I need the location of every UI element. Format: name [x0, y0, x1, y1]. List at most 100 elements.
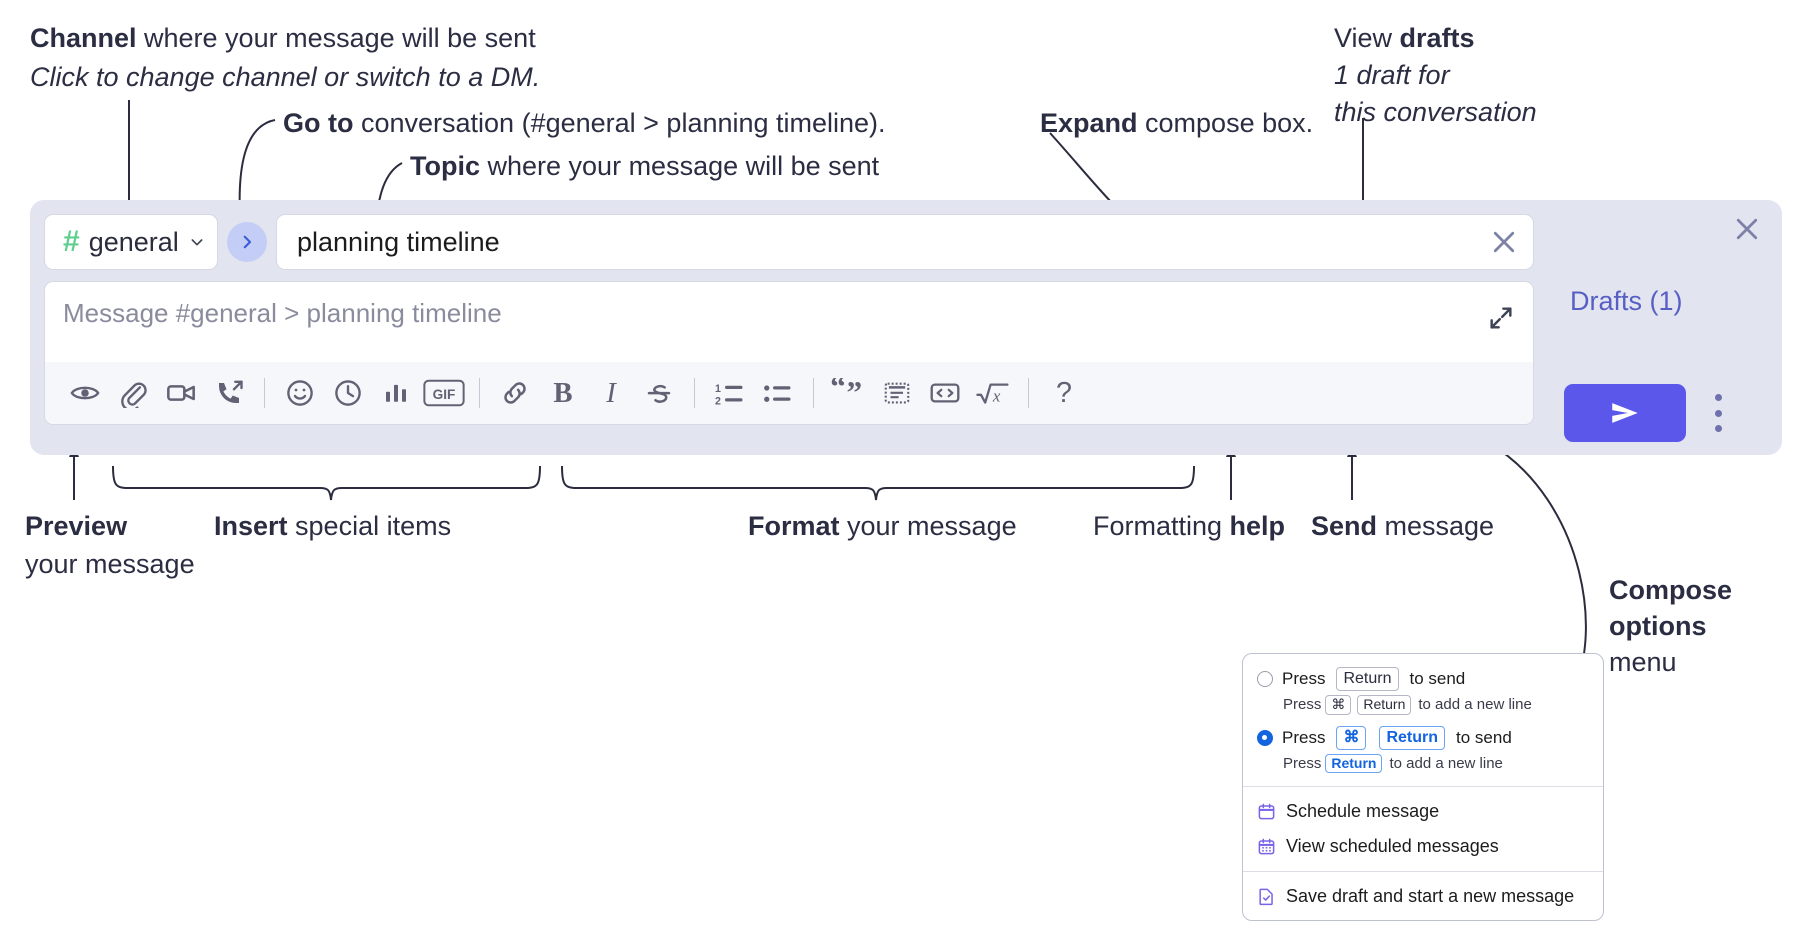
- send-button[interactable]: [1564, 384, 1686, 442]
- attachment-icon[interactable]: [109, 371, 157, 415]
- svg-text:1: 1: [715, 383, 721, 395]
- annotation-drafts-italic1: 1 draft for: [1334, 59, 1450, 90]
- calendar-grid-icon: [1257, 837, 1276, 856]
- close-compose-icon[interactable]: [1732, 214, 1762, 244]
- annotation-formatting-help: Formatting help: [1093, 510, 1285, 544]
- topic-value: planning timeline: [297, 226, 500, 257]
- annotation-help-bold: help: [1229, 511, 1286, 541]
- save-draft-icon: [1257, 887, 1276, 906]
- send-icon: [1612, 403, 1638, 423]
- math-icon[interactable]: x: [969, 371, 1017, 415]
- formatting-help-icon[interactable]: ?: [1040, 371, 1088, 415]
- option1-hint-post: to add a new line: [1418, 696, 1532, 714]
- menu-item-label: View scheduled messages: [1286, 836, 1499, 856]
- expand-compose-icon[interactable]: [1487, 304, 1515, 332]
- bold-icon[interactable]: B: [539, 371, 587, 415]
- annotation-channel: Channel where your message will be sent …: [30, 22, 540, 95]
- annotation-topic-rest: where your message will be sent: [480, 151, 880, 181]
- annotation-compose-normal: menu: [1609, 646, 1677, 677]
- preview-icon[interactable]: [61, 371, 109, 415]
- toolbar-separator: [1028, 378, 1029, 408]
- svg-text:”: ”: [847, 378, 863, 408]
- toolbar-separator: [694, 378, 695, 408]
- link-icon[interactable]: [491, 371, 539, 415]
- send-option-return[interactable]: Press Return to send: [1243, 666, 1603, 692]
- channel-name: general: [88, 226, 179, 257]
- annotation-format: Format your message: [748, 510, 1017, 544]
- radio-icon-selected: [1257, 729, 1273, 746]
- italic-icon[interactable]: I: [587, 371, 635, 415]
- gif-icon[interactable]: GIF: [420, 371, 468, 415]
- compose-options-button[interactable]: [1706, 390, 1730, 436]
- strikethrough-icon[interactable]: [635, 371, 683, 415]
- option1-post: to send: [1409, 669, 1466, 688]
- go-to-conversation-button[interactable]: [227, 222, 267, 262]
- menu-item-save-draft[interactable]: Save draft and start a new message: [1243, 879, 1603, 914]
- toolbar-separator: [479, 378, 480, 408]
- calendar-icon: [1257, 802, 1276, 821]
- annotation-expand: Expand compose box.: [1040, 107, 1313, 141]
- key-return: Return: [1379, 725, 1446, 750]
- kebab-dot-icon: [1714, 425, 1722, 432]
- annotation-channel-rest: where your message will be sent: [136, 23, 536, 53]
- annotation-preview-rest: your message: [25, 548, 195, 579]
- annotation-preview: Preview your message: [25, 510, 195, 582]
- svg-text:I: I: [605, 378, 617, 408]
- toolbar-separator: [264, 378, 265, 408]
- emoji-icon[interactable]: [276, 371, 324, 415]
- kebab-dot-icon: [1714, 409, 1722, 417]
- message-input[interactable]: Message #general > planning timeline: [45, 282, 1533, 362]
- schedule-clock-icon[interactable]: [324, 371, 372, 415]
- svg-text:2: 2: [715, 395, 721, 407]
- toolbar-separator: [813, 378, 814, 408]
- menu-item-label: Schedule message: [1286, 801, 1440, 821]
- annotation-compose-bold1: Compose: [1609, 575, 1733, 605]
- annotation-drafts: View drafts 1 draft for this conversatio…: [1334, 22, 1537, 129]
- annotation-topic: Topic where your message will be sent: [410, 150, 879, 184]
- drafts-link[interactable]: Drafts (1): [1570, 286, 1683, 316]
- annotation-goto-rest: conversation (#general > planning timeli…: [353, 108, 886, 138]
- key-return: Return: [1325, 753, 1383, 773]
- svg-text:B: B: [553, 378, 572, 408]
- annotation-send-rest: message: [1377, 511, 1495, 541]
- channel-selector[interactable]: # general: [44, 214, 218, 270]
- bulleted-list-icon[interactable]: [754, 371, 802, 415]
- menu-item-schedule-message[interactable]: Schedule message: [1243, 794, 1603, 829]
- clear-topic-icon[interactable]: [1489, 227, 1519, 257]
- send-option-return-hint: Press ⌘ Return to add a new line: [1243, 692, 1603, 721]
- audio-clip-icon[interactable]: [205, 371, 253, 415]
- chevron-right-icon: [243, 235, 252, 249]
- option2-pre: Press: [1282, 727, 1326, 747]
- annotation-send: Send message: [1311, 510, 1494, 544]
- annotation-goto: Go to conversation (#general > planning …: [283, 107, 886, 141]
- annotation-expand-bold: Expand: [1040, 108, 1138, 138]
- svg-text:?: ?: [1056, 378, 1072, 408]
- annotation-insert: Insert special items: [214, 510, 451, 544]
- send-option-cmd-return[interactable]: Press ⌘ Return to send: [1243, 725, 1603, 751]
- annotation-topic-bold: Topic: [410, 151, 480, 181]
- code-block-icon[interactable]: [873, 371, 921, 415]
- blockquote-icon[interactable]: “”: [825, 371, 873, 415]
- radio-icon: [1257, 671, 1273, 687]
- video-icon[interactable]: [157, 371, 205, 415]
- menu-divider: [1243, 871, 1603, 872]
- annotation-help-normal: Formatting: [1093, 511, 1230, 541]
- annotation-channel-bold: Channel: [30, 23, 137, 53]
- topic-field[interactable]: planning timeline: [276, 214, 1534, 270]
- inline-code-icon[interactable]: [921, 371, 969, 415]
- annotation-send-bold: Send: [1311, 511, 1378, 541]
- menu-item-label: Save draft and start a new message: [1286, 886, 1575, 906]
- compose-options-menu: Press Return to send Press ⌘ Return to a…: [1242, 653, 1604, 921]
- option1-hint-pre: Press: [1283, 696, 1322, 714]
- option1-pre: Press: [1282, 669, 1326, 688]
- key-return: Return: [1357, 695, 1412, 715]
- menu-divider: [1243, 786, 1603, 787]
- poll-icon[interactable]: [372, 371, 420, 415]
- annotation-insert-bold: Insert: [214, 511, 288, 541]
- annotation-expand-rest: compose box.: [1137, 108, 1314, 138]
- compose-header-row: # general planning timeline: [44, 214, 1534, 270]
- menu-item-view-scheduled-messages[interactable]: View scheduled messages: [1243, 829, 1603, 864]
- annotation-drafts-italic2: this conversation: [1334, 96, 1537, 127]
